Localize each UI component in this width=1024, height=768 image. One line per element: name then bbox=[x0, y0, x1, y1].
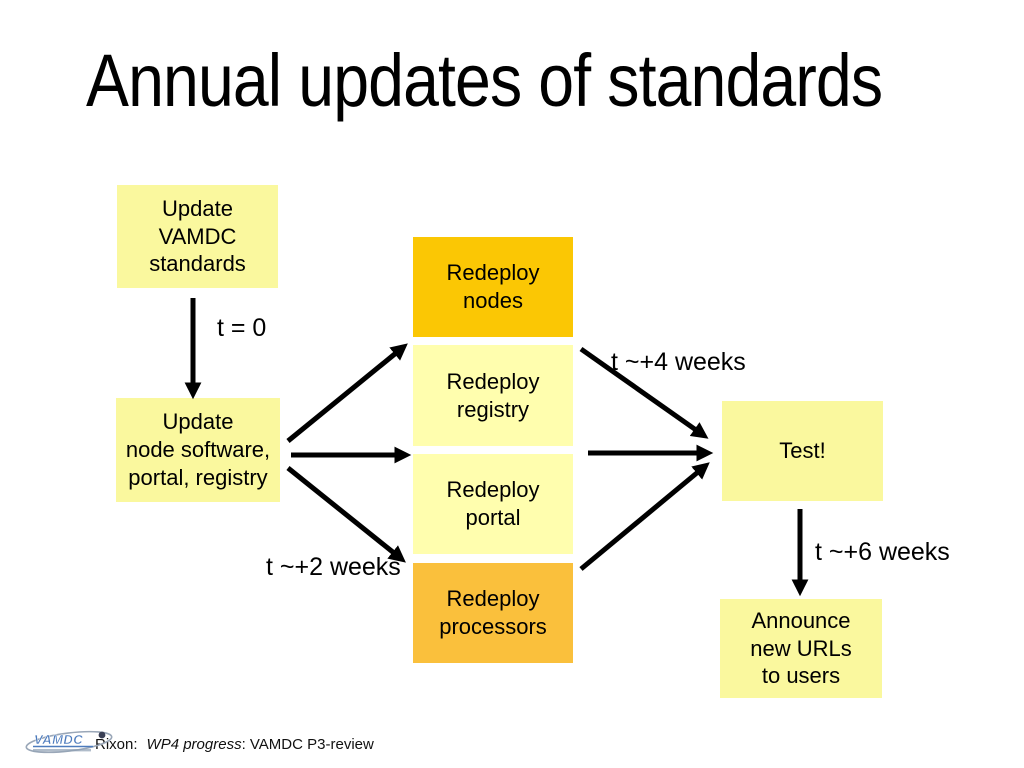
vamdc-logo: VAMDC bbox=[25, 730, 113, 754]
page-title: Annual updates of standards bbox=[86, 39, 883, 122]
logo-tagline-bar bbox=[33, 749, 91, 752]
box-announce-new-urls: Announce new URLs to users bbox=[720, 599, 882, 698]
arrow-node-to-nodes bbox=[286, 343, 408, 443]
label-t-plus-4-weeks: t ~+4 weeks bbox=[611, 348, 746, 376]
logo-text: VAMDC bbox=[34, 732, 83, 747]
box-update-vamdc-standards: Update VAMDC standards bbox=[117, 185, 278, 288]
footer-author: Rixon: bbox=[95, 736, 138, 753]
box-redeploy-portal: Redeploy portal bbox=[413, 454, 573, 554]
footer-suffix: : VAMDC P3-review bbox=[241, 736, 374, 753]
footer-presentation-title: WP4 progress bbox=[146, 736, 242, 753]
footer-text: Rixon: WP4 progress: VAMDC P3-review bbox=[95, 736, 374, 753]
label-t-plus-6-weeks: t ~+6 weeks bbox=[815, 538, 950, 566]
label-t-plus-2-weeks: t ~+2 weeks bbox=[266, 553, 401, 581]
arrow-processors-to-test bbox=[579, 462, 710, 571]
label-t0: t = 0 bbox=[217, 314, 267, 342]
box-update-node-software: Update node software, portal, registry bbox=[116, 398, 280, 502]
arrow-node-to-processors bbox=[286, 466, 406, 563]
box-redeploy-registry: Redeploy registry bbox=[413, 345, 573, 446]
box-redeploy-processors: Redeploy processors bbox=[413, 563, 573, 663]
box-redeploy-nodes: Redeploy nodes bbox=[413, 237, 573, 337]
logo-dot bbox=[98, 731, 106, 739]
box-test: Test! bbox=[722, 401, 883, 501]
